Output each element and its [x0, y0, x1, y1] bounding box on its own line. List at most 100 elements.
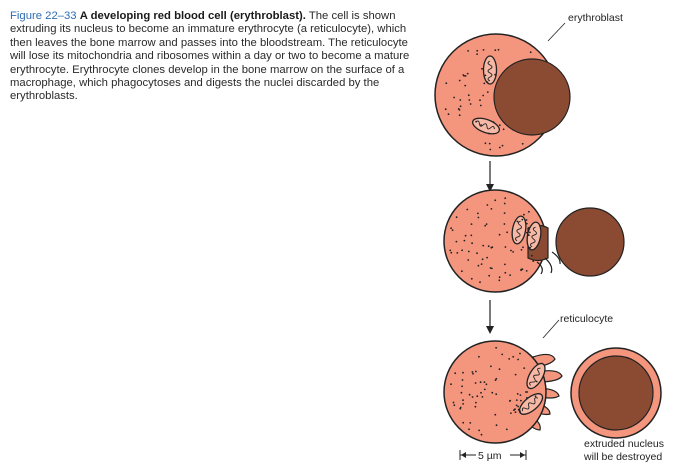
ribosome-dot	[472, 372, 474, 375]
ribosome-dot	[515, 404, 518, 407]
ribosome-dot	[463, 239, 466, 242]
extruded-nucleus-label-line2: will be destroyed	[583, 451, 662, 463]
ribosome-dot	[503, 212, 506, 215]
ribosome-dot	[494, 413, 497, 416]
ribosome-dot	[486, 91, 489, 93]
ribosome-dot	[467, 94, 470, 97]
ribosome-dot	[459, 99, 462, 101]
ribosome-dot	[501, 353, 504, 356]
ribosome-dot	[491, 391, 494, 394]
ribosome-dot	[494, 199, 497, 202]
ribosome-dot	[474, 405, 477, 408]
ribosome-dot	[471, 242, 473, 245]
ribosome-dot	[525, 391, 527, 393]
ribosome-dot	[480, 263, 483, 265]
ribosome-dot	[466, 72, 469, 75]
ribosome-dot	[477, 216, 480, 219]
ribosome-dot	[495, 393, 498, 396]
ribosome-dot	[453, 96, 455, 99]
extruded-nucleus-label-line1: extruded nucleus	[584, 438, 664, 450]
ribosome-dot	[479, 281, 481, 284]
ribosome-dot	[462, 421, 465, 424]
ribosome-dot	[453, 404, 456, 407]
ribosome-dot	[477, 212, 479, 215]
ribosome-dot	[450, 383, 452, 386]
ribosome-dot	[470, 277, 473, 280]
ribosome-dot	[498, 146, 501, 149]
ribosome-dot	[458, 114, 461, 117]
ribosome-dot	[521, 142, 524, 145]
ribosome-dot	[461, 249, 463, 252]
ribosome-dot	[518, 409, 521, 412]
ribosome-dot	[504, 271, 507, 274]
ribosome-dot	[529, 231, 531, 234]
extruding-nucleus	[555, 207, 625, 277]
ribosome-dot	[501, 144, 504, 147]
ribosome-dot	[476, 395, 479, 398]
reticulocyte-cell	[443, 340, 563, 444]
ribosome-dot	[504, 263, 506, 266]
ribosome-dot	[456, 252, 459, 254]
erythroblast-label: erythroblast	[568, 12, 623, 24]
ribosome-dot	[471, 371, 474, 373]
ribosome-dot	[467, 259, 470, 261]
ribosome-dot	[467, 250, 470, 253]
ribosome-dot	[476, 252, 478, 255]
ribosome-dot	[498, 276, 501, 279]
ribosome-dot	[479, 104, 482, 107]
ribosome-dot	[475, 120, 478, 123]
ribosome-dot	[485, 383, 488, 386]
ribosome-dot	[515, 399, 518, 401]
ribosome-dot	[467, 50, 469, 52]
ribosome-dot	[460, 391, 463, 394]
ribosome-dot	[513, 409, 515, 412]
ribosome-dot	[459, 407, 462, 410]
ribosome-dot	[484, 74, 487, 77]
ribosome-dot	[468, 428, 470, 431]
ribosome-dot	[526, 231, 528, 234]
ribosome-dot	[480, 124, 482, 126]
ribosome-dot	[523, 367, 526, 369]
figure-title: A developing red blood cell (erythroblas…	[79, 10, 306, 22]
ribosome-dot	[459, 105, 462, 108]
ribosome-dot	[489, 267, 492, 269]
ribosome-dot	[475, 370, 477, 373]
ribosome-dot	[479, 99, 481, 102]
ribosome-dot	[468, 393, 471, 396]
ribosome-dot	[475, 401, 477, 404]
ribosome-dot	[520, 268, 523, 271]
ribosome-dot	[490, 208, 493, 210]
ribosome-dot	[512, 355, 515, 358]
ribosome-dot	[487, 245, 490, 248]
ribosome-dot	[485, 223, 488, 226]
ribosome-dot	[483, 388, 486, 391]
ribosome-dot	[455, 240, 458, 243]
ribosome-dot	[504, 246, 507, 248]
ribosome-dot	[527, 234, 530, 237]
ribosome-dot	[523, 213, 525, 216]
ribosome-dot	[451, 229, 454, 232]
ribosome-dot	[478, 429, 480, 432]
ribosome-dot	[484, 142, 487, 145]
ribosome-dot	[505, 428, 508, 431]
ribosome-dot	[532, 260, 535, 262]
erythroblast-nucleus	[493, 58, 571, 136]
ribosome-dot	[495, 377, 498, 380]
ribosome-dot	[510, 249, 512, 252]
ribosome-dot	[498, 124, 501, 127]
ribosome-dot	[462, 371, 464, 374]
ribosome-dot	[454, 372, 457, 375]
ribosome-dot	[488, 274, 491, 277]
ribosome-dot	[482, 244, 485, 247]
ribosome-dot	[529, 51, 532, 54]
ribosome-dot	[525, 219, 528, 221]
ribosome-dot	[470, 223, 473, 226]
ribosome-dot	[498, 279, 501, 282]
ribosome-dot	[458, 109, 461, 111]
ribosome-dot	[464, 234, 467, 237]
ribosome-dot	[522, 246, 524, 249]
ribosome-dot	[535, 380, 538, 383]
ribosome-dot	[464, 84, 467, 87]
reticulocyte-leader-line	[542, 319, 560, 339]
ribosome-dot	[466, 208, 469, 211]
